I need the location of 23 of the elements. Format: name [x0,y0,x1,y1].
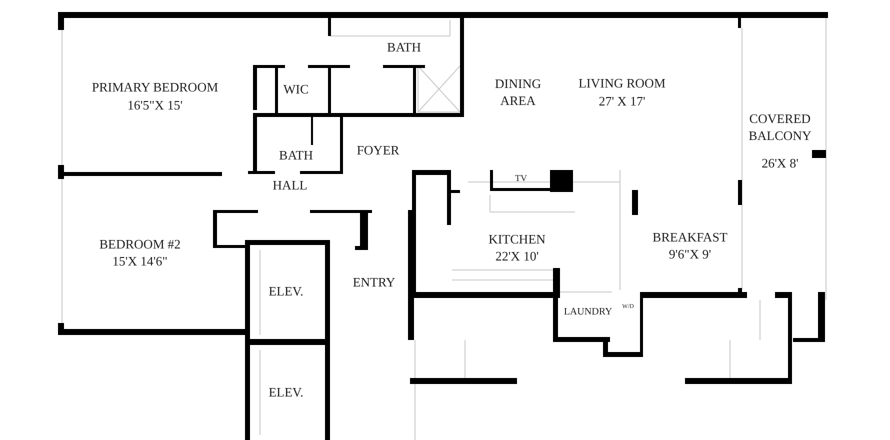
room-label: BATH [279,148,313,164]
room-label: COVERED BALCONY [748,111,812,145]
room-label: FOYER [356,142,400,160]
room-label: LAUNDRY [564,306,612,318]
room-label: ENTRY [352,274,396,292]
room-label: 26'X 8' [762,156,798,172]
room-label: 16'5"X 15' [127,98,183,114]
room-label: BATH [387,40,421,56]
room-label: KITCHEN [488,232,546,248]
room-label: 22'X 10' [495,248,539,266]
room-label: BEDROOM #2 [99,236,181,254]
room-label: 27' X 17' [598,94,646,110]
room-label: TV [515,173,527,185]
room-label: 15'X 14'6" [112,254,168,270]
room-label: ELEV. [268,384,304,402]
room-label: HALL [272,178,308,194]
room-label: ELEV. [268,284,304,300]
room-label: WIC [283,82,309,98]
room-label: 9'6"X 9' [668,246,712,264]
room-label: LIVING ROOM [578,76,666,92]
room-label: PRIMARY BEDROOM [92,80,218,96]
room-label: BREAKFAST [652,230,728,246]
room-label: DINING AREA [494,76,542,110]
